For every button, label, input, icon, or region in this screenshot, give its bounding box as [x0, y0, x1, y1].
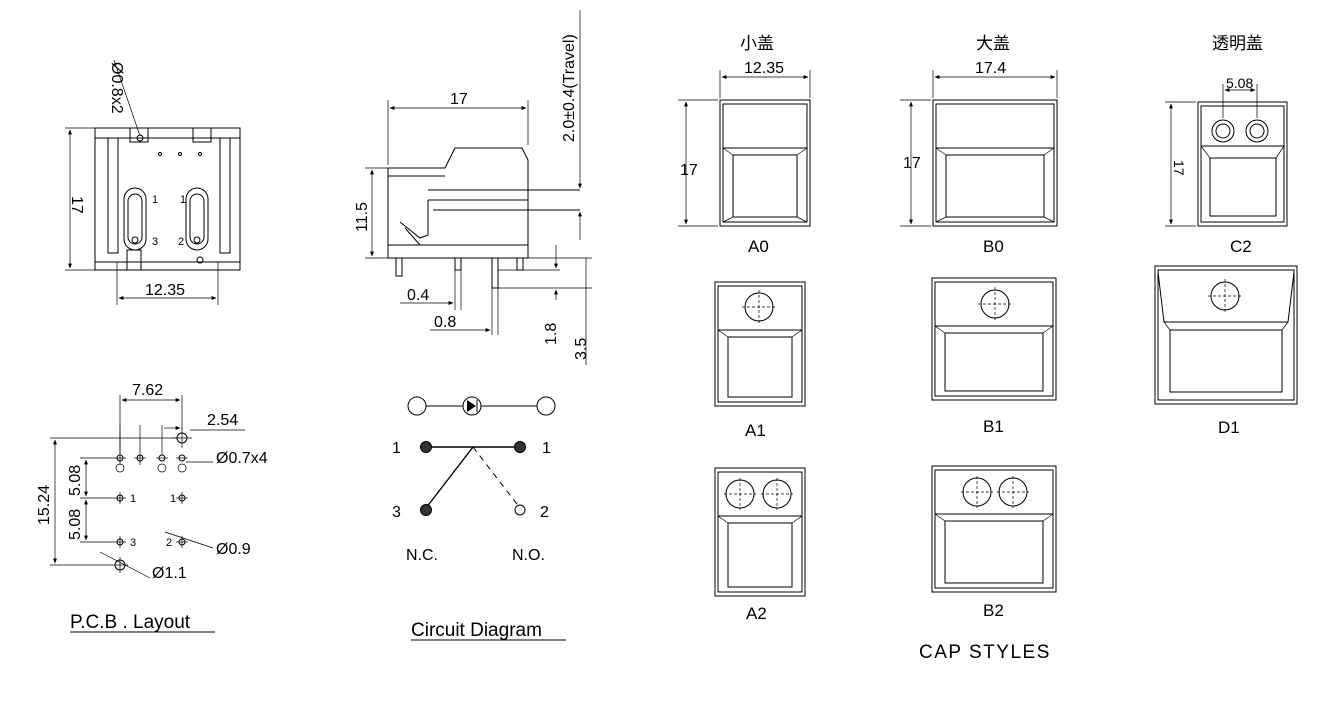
cap-label: A1	[745, 421, 766, 440]
top-pin-label: 1	[180, 194, 186, 206]
pcb-total-dim: 15.24	[36, 485, 53, 525]
pin-length-dim-b: 3.5	[573, 338, 590, 360]
clear-cap-heading: 透明盖	[1212, 34, 1263, 53]
side-view: 17 11.5 2.0±0.4(Travel) 0.4 0.8 1.8 3.5	[354, 10, 592, 365]
pcb-pin-label: 3	[130, 537, 136, 549]
nc-label: N.C.	[406, 547, 438, 564]
cap-d1: D1	[1154, 265, 1298, 437]
pcb-hole-dim-b: Ø0.9	[216, 541, 251, 558]
cap-width-dim: 17.4	[975, 60, 1006, 77]
circuit-pin-label: 2	[540, 504, 549, 521]
pcb-pin-label: 2	[166, 537, 172, 549]
pcb-hole-row	[114, 425, 188, 473]
pcb-layout-title: P.C.B . Layout	[70, 612, 191, 633]
travel-dim: 2.0±0.4(Travel)	[561, 34, 578, 142]
contact-slot-right	[185, 187, 209, 251]
top-pin-label: 2	[178, 236, 184, 248]
pcb-layout: 7.62 2.54 Ø0.7x4 1 1 3 2 Ø0.9	[36, 382, 268, 633]
pcb-hole-dim-a: Ø0.7x4	[216, 450, 268, 467]
pcb-row-dim: 5.08	[67, 465, 84, 496]
top-pin-label: 1	[152, 194, 158, 206]
small-cap-heading: 小盖	[740, 34, 774, 53]
top-pin-label: 3	[152, 236, 158, 248]
cap-width-dim: 5.08	[1226, 75, 1253, 91]
cap-label: B0	[983, 237, 1004, 256]
top-view: 1 1 3 2 Ø0.8x2 17 12.35	[65, 59, 241, 305]
cap-height-dim: 17	[680, 162, 698, 179]
cap-label: B2	[983, 601, 1004, 620]
cap-b1: B1	[931, 277, 1057, 436]
cap-a1: A1	[714, 281, 806, 440]
pin-diameter-label: Ø0.8x2	[108, 62, 125, 114]
top-height-dim: 17	[68, 196, 85, 214]
pcb-pin-label: 1	[130, 493, 136, 505]
circuit-title: Circuit Diagram	[411, 620, 542, 641]
cap-b0: 17.4 17 B0	[900, 60, 1058, 256]
pcb-hole-dim-c: Ø1.1	[152, 565, 187, 582]
side-body-outline	[387, 147, 529, 259]
circuit-pin-label: 1	[392, 440, 401, 457]
pcb-row-dim: 5.08	[67, 509, 84, 540]
pin-width-dim-b: 0.8	[434, 314, 456, 331]
side-width-dim: 17	[450, 91, 468, 108]
cap-height-dim: 17	[903, 155, 921, 172]
circuit-diagram: 1 1 3 2 N.C. N.O. Circuit Diagram	[392, 396, 566, 641]
cap-label: C2	[1230, 237, 1252, 256]
pcb-offset-dim: 2.54	[207, 412, 238, 429]
cap-label: A0	[748, 237, 769, 256]
circuit-pin-label: 3	[392, 504, 401, 521]
cap-styles-title: CAP STYLES	[919, 642, 1051, 663]
pcb-pin-label: 1	[170, 493, 176, 505]
cap-height-dim: 17	[1171, 160, 1187, 176]
cap-label: A2	[746, 604, 767, 623]
cap-width-dim: 12.35	[744, 60, 784, 77]
cap-label: D1	[1218, 418, 1240, 437]
cap-a0: 12.35 17 A0	[678, 60, 811, 256]
cap-b2: B2	[931, 465, 1057, 620]
cap-label: B1	[983, 417, 1004, 436]
circuit-pin-label: 1	[542, 440, 551, 457]
top-width-dim: 12.35	[145, 282, 185, 299]
pin-width-dim-a: 0.4	[407, 287, 429, 304]
large-cap-heading: 大盖	[976, 34, 1010, 53]
side-height-dim: 11.5	[354, 202, 371, 232]
cap-c2: 5.08 17 C2	[1165, 75, 1288, 256]
cap-styles: 小盖 大盖 透明盖 12.35 17 A0 17.4	[678, 34, 1298, 663]
no-label: N.O.	[512, 547, 545, 564]
switch-body-outline	[94, 127, 241, 271]
cap-a2: A2	[714, 467, 806, 623]
contact-slot-left	[123, 187, 147, 251]
pin-length-dim-a: 1.8	[543, 323, 560, 345]
pcb-pitch-dim: 7.62	[132, 382, 163, 399]
